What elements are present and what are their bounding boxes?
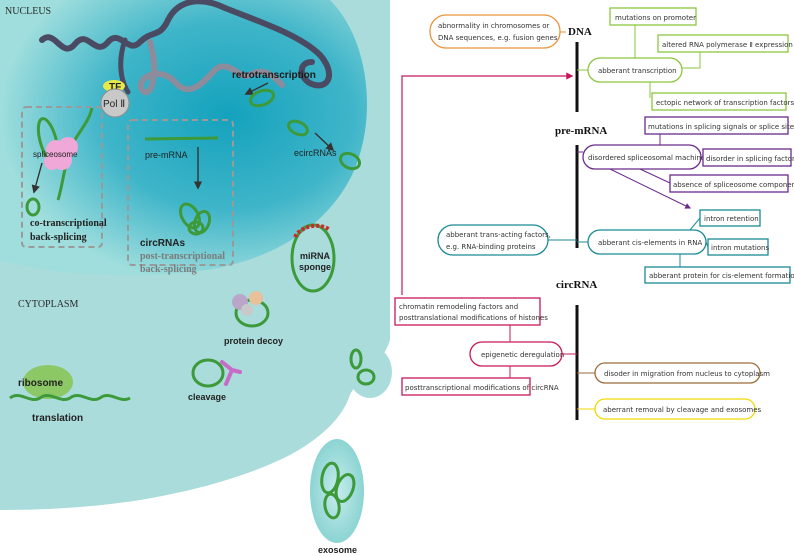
aberrant-transcription-text: abberant transcription xyxy=(598,67,677,75)
transcription-links xyxy=(634,25,701,98)
co-circrna xyxy=(25,197,41,217)
retro-circrna xyxy=(248,88,276,108)
posttranscriptional-circ-text: posttranscriptional modifications of cir… xyxy=(405,384,559,392)
pre-mrna-strand xyxy=(144,136,219,141)
abberant-protein-box xyxy=(644,266,791,284)
disordered-spliceosome-box xyxy=(582,144,702,170)
scissors-icon xyxy=(220,360,242,386)
absence-spliceosome-text: absence of spliceosome components xyxy=(673,181,794,189)
cis-links xyxy=(577,217,709,267)
tf-label: TF xyxy=(109,82,121,93)
abnormality-text-2: DNA sequences, e.g. fusion genes xyxy=(438,34,558,42)
translation-label: translation xyxy=(32,413,83,424)
disorder-splicing-factors-box xyxy=(702,148,792,167)
retrotranscription-arrow xyxy=(244,82,269,95)
axis-pre-mrna-label: pre-mRNA xyxy=(555,125,607,137)
posttranscriptional-circ-box xyxy=(401,377,531,396)
removal-text: aberrant removal by cleavage and exosome… xyxy=(603,406,762,414)
pol-ii-label: Pol Ⅱ xyxy=(103,99,125,110)
disorder-splicing-factors-text: disorder in splicing factors xyxy=(706,155,794,163)
protein-blob-3 xyxy=(241,304,253,316)
exosome-circrna-3 xyxy=(323,492,341,520)
mirna-sponge-label-1: miRNA xyxy=(300,251,331,261)
abnormality-box xyxy=(429,14,561,49)
dna-strand-dark xyxy=(39,0,332,89)
cytoplasm-label: CYTOPLASM xyxy=(18,299,78,310)
chromatin-box xyxy=(394,297,541,326)
co-transcriptional-box xyxy=(21,106,103,248)
epigenetic-links xyxy=(509,325,577,378)
spliceosome-label: spliceosome xyxy=(33,150,78,159)
cleavage-circle xyxy=(191,358,225,388)
migration-text: disoder in migration from nucleus to cyt… xyxy=(604,370,770,378)
chromatin-text-1: chromatin remodeling factors and xyxy=(399,303,518,311)
spliceosome-links xyxy=(577,134,671,184)
ecircrnas-arrow xyxy=(314,132,335,152)
exosome-label: exosome xyxy=(318,545,357,555)
epigenetic-connector xyxy=(401,72,574,295)
mutations-splicing-box xyxy=(644,116,789,135)
axis-circrna-label: circRNA xyxy=(556,279,597,291)
ectopic-network-text: ectopic network of transcription factors xyxy=(656,99,794,107)
absence-spliceosome-box xyxy=(669,174,789,193)
spliceosome-blob xyxy=(44,137,78,170)
mutations-promoter-box xyxy=(609,7,697,26)
intron-retention-text: intron retention xyxy=(704,215,759,223)
post-circrnas-cluster xyxy=(179,202,212,236)
ecircrna-loop-2 xyxy=(338,151,362,171)
axis-dna-label: DNA xyxy=(568,26,592,38)
circrnas-label: circRNAs xyxy=(140,238,185,249)
co-transcriptional-arrow xyxy=(31,162,43,194)
trans-acting-text-1: abberant trans-acting factors, xyxy=(446,231,551,239)
mutations-splicing-text: mutations in splicing signals or splice … xyxy=(648,123,794,131)
pre-mrna-label: pre-mRNA xyxy=(145,150,188,160)
cell-illustration: TF Pol Ⅱ retrotranscription spliceosome … xyxy=(0,0,392,555)
epigenetic-text: epigenetic deregulation xyxy=(481,351,564,359)
intron-mutations-text: intron mutations xyxy=(711,244,769,252)
altered-pol-box xyxy=(657,34,789,53)
abberant-protein-text: abberant protein for cis-element formati… xyxy=(649,272,794,280)
ribosome-label: ribosome xyxy=(18,378,63,389)
bud-circrna-1 xyxy=(349,348,363,370)
spliceosome-to-intron-arrow xyxy=(609,168,692,209)
dna-strand-light xyxy=(137,39,285,96)
cis-elements-text: abberant cis-elements in RNA xyxy=(598,239,702,247)
chromatin-text-2: posttranslational modifications of histo… xyxy=(399,314,548,322)
mirna-sponge-label-2: sponge xyxy=(299,262,331,272)
altered-pol-text: altered RNA polymerase Ⅱ expression xyxy=(662,41,793,49)
mirna-cluster xyxy=(293,223,332,239)
disordered-spliceosome-text: disordered spliceosomal machinery xyxy=(588,154,712,162)
ectopic-network-box xyxy=(651,92,787,111)
ribosome-blob xyxy=(23,365,73,399)
post-transcriptional-label-1: post-transcriptional xyxy=(140,251,225,262)
protein-decoy-label: protein decoy xyxy=(224,336,283,346)
regulation-flowchart: DNA pre-mRNA circRNA abnormality in chro… xyxy=(394,7,794,420)
co-transcriptional-label-1: co-transcriptional xyxy=(30,218,107,229)
bud-circrna-2 xyxy=(356,368,376,386)
trans-acting-text-2: e.g. RNA-binding proteins xyxy=(446,243,536,251)
mutations-promoter-text: mutations on promoter xyxy=(615,14,696,22)
post-transcriptional-box xyxy=(127,119,234,266)
translation-mrna xyxy=(9,393,131,401)
protein-blob-2 xyxy=(249,291,263,305)
cleavage-label: cleavage xyxy=(188,392,226,402)
retrotranscription-label: retrotranscription xyxy=(232,70,316,81)
exosome-circrna-1 xyxy=(320,461,340,495)
pol-ii-blob xyxy=(100,88,130,118)
abnormality-text-1: abnormality in chromosomes or xyxy=(438,22,550,30)
ecircrna-loop-1 xyxy=(287,119,309,137)
co-transcriptional-label-2: back-splicing xyxy=(30,232,87,243)
exosome-circrna-2 xyxy=(334,473,356,503)
dna-loop xyxy=(118,37,131,95)
post-transcriptional-label-2: back-splicing xyxy=(140,264,197,275)
ecircrnas-label: ecircRNAs xyxy=(294,148,337,158)
tf-blob xyxy=(103,80,125,92)
nucleus-label: NUCLEUS xyxy=(5,6,51,17)
